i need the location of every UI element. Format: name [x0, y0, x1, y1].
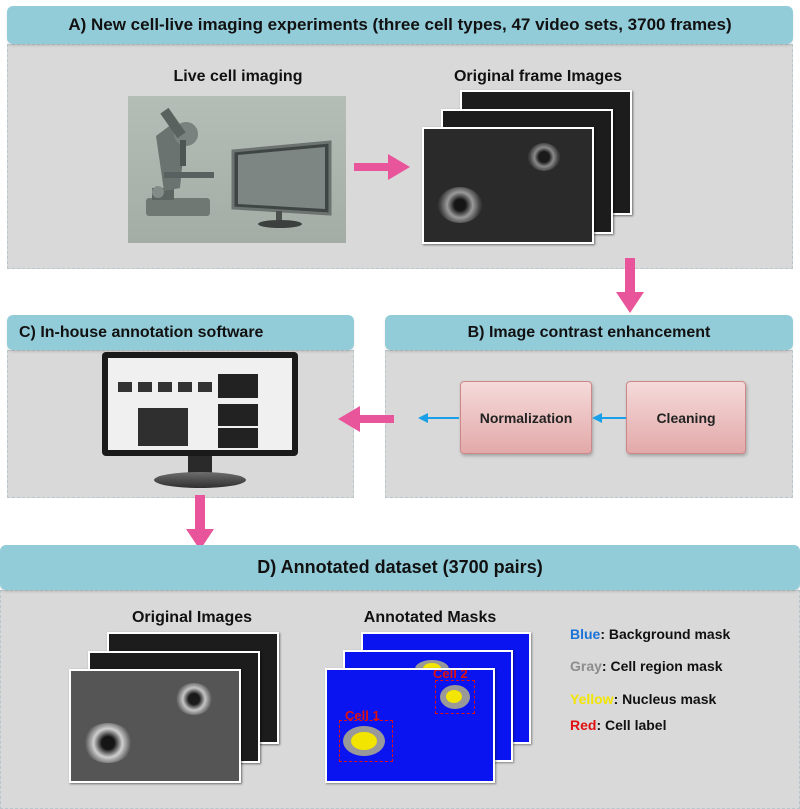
- original-frame-images-caption: Original frame Images: [453, 68, 623, 85]
- panel-b-header: B) Image contrast enhancement: [385, 315, 793, 350]
- cell1-label: Cell 1: [345, 708, 380, 723]
- mask-nucleus: [351, 732, 377, 750]
- cell-blob: [528, 143, 560, 171]
- cell1-box: [339, 720, 393, 762]
- mask-front: Cell 2 Cell 1: [325, 668, 495, 783]
- live-cell-imaging-caption: Live cell imaging: [173, 68, 303, 85]
- panel-a-title: A) New cell-live imaging experiments (th…: [68, 15, 732, 34]
- cleaning-box: Cleaning: [626, 381, 746, 454]
- legend-gray: Gray: Cell region mask: [570, 658, 723, 674]
- arrow-imaging-to-frames: [354, 154, 410, 180]
- panel-d-header: D) Annotated dataset (3700 pairs): [0, 545, 800, 590]
- legend-blue: Blue: Background mask: [570, 626, 730, 642]
- legend-key-blue: Blue: [570, 626, 601, 642]
- normalization-box: Normalization: [460, 381, 592, 454]
- arrow-software-to-dataset: [186, 495, 214, 550]
- legend-key-yellow: Yellow: [570, 691, 614, 707]
- cell-blob: [175, 683, 213, 715]
- panel-c-header: C) In-house annotation software: [7, 315, 354, 350]
- frame-front: [422, 127, 594, 244]
- annotated-masks-caption: Annotated Masks: [363, 609, 497, 626]
- legend-text-gray: : Cell region mask: [601, 658, 723, 674]
- panel-a-header: A) New cell-live imaging experiments (th…: [7, 6, 793, 44]
- legend-text-red: : Cell label: [596, 717, 667, 733]
- mask-nucleus: [446, 690, 462, 703]
- legend-red: Red: Cell label: [570, 717, 666, 733]
- software-screen: [108, 358, 292, 450]
- panel-d-title: D) Annotated dataset (3700 pairs): [257, 557, 543, 577]
- arrow-enhancement-to-software: [338, 406, 394, 432]
- arrow-cleaning-to-normalization: [592, 413, 626, 423]
- original-image-front: [69, 669, 241, 783]
- cell2-box: [435, 680, 475, 714]
- cell-blob: [83, 723, 133, 763]
- legend-text-blue: : Background mask: [600, 626, 731, 642]
- legend-key-gray: Gray: [570, 658, 602, 674]
- original-images-caption: Original Images: [131, 609, 253, 626]
- panel-c-title: C) In-house annotation software: [19, 323, 264, 341]
- microscope-illustration: [146, 107, 332, 228]
- legend-key-red: Red: [570, 717, 597, 733]
- arrow-frames-to-enhancement: [616, 258, 644, 313]
- cell-blob: [438, 187, 482, 223]
- legend-yellow: Yellow: Nucleus mask: [570, 691, 716, 707]
- annotation-software-monitor: [102, 352, 298, 490]
- microscope-photo: [128, 96, 346, 243]
- cell2-label: Cell 2: [433, 668, 468, 681]
- panel-b-title: B) Image contrast enhancement: [467, 323, 711, 341]
- legend-text-yellow: : Nucleus mask: [613, 691, 717, 707]
- arrow-normalization-out: [418, 413, 459, 423]
